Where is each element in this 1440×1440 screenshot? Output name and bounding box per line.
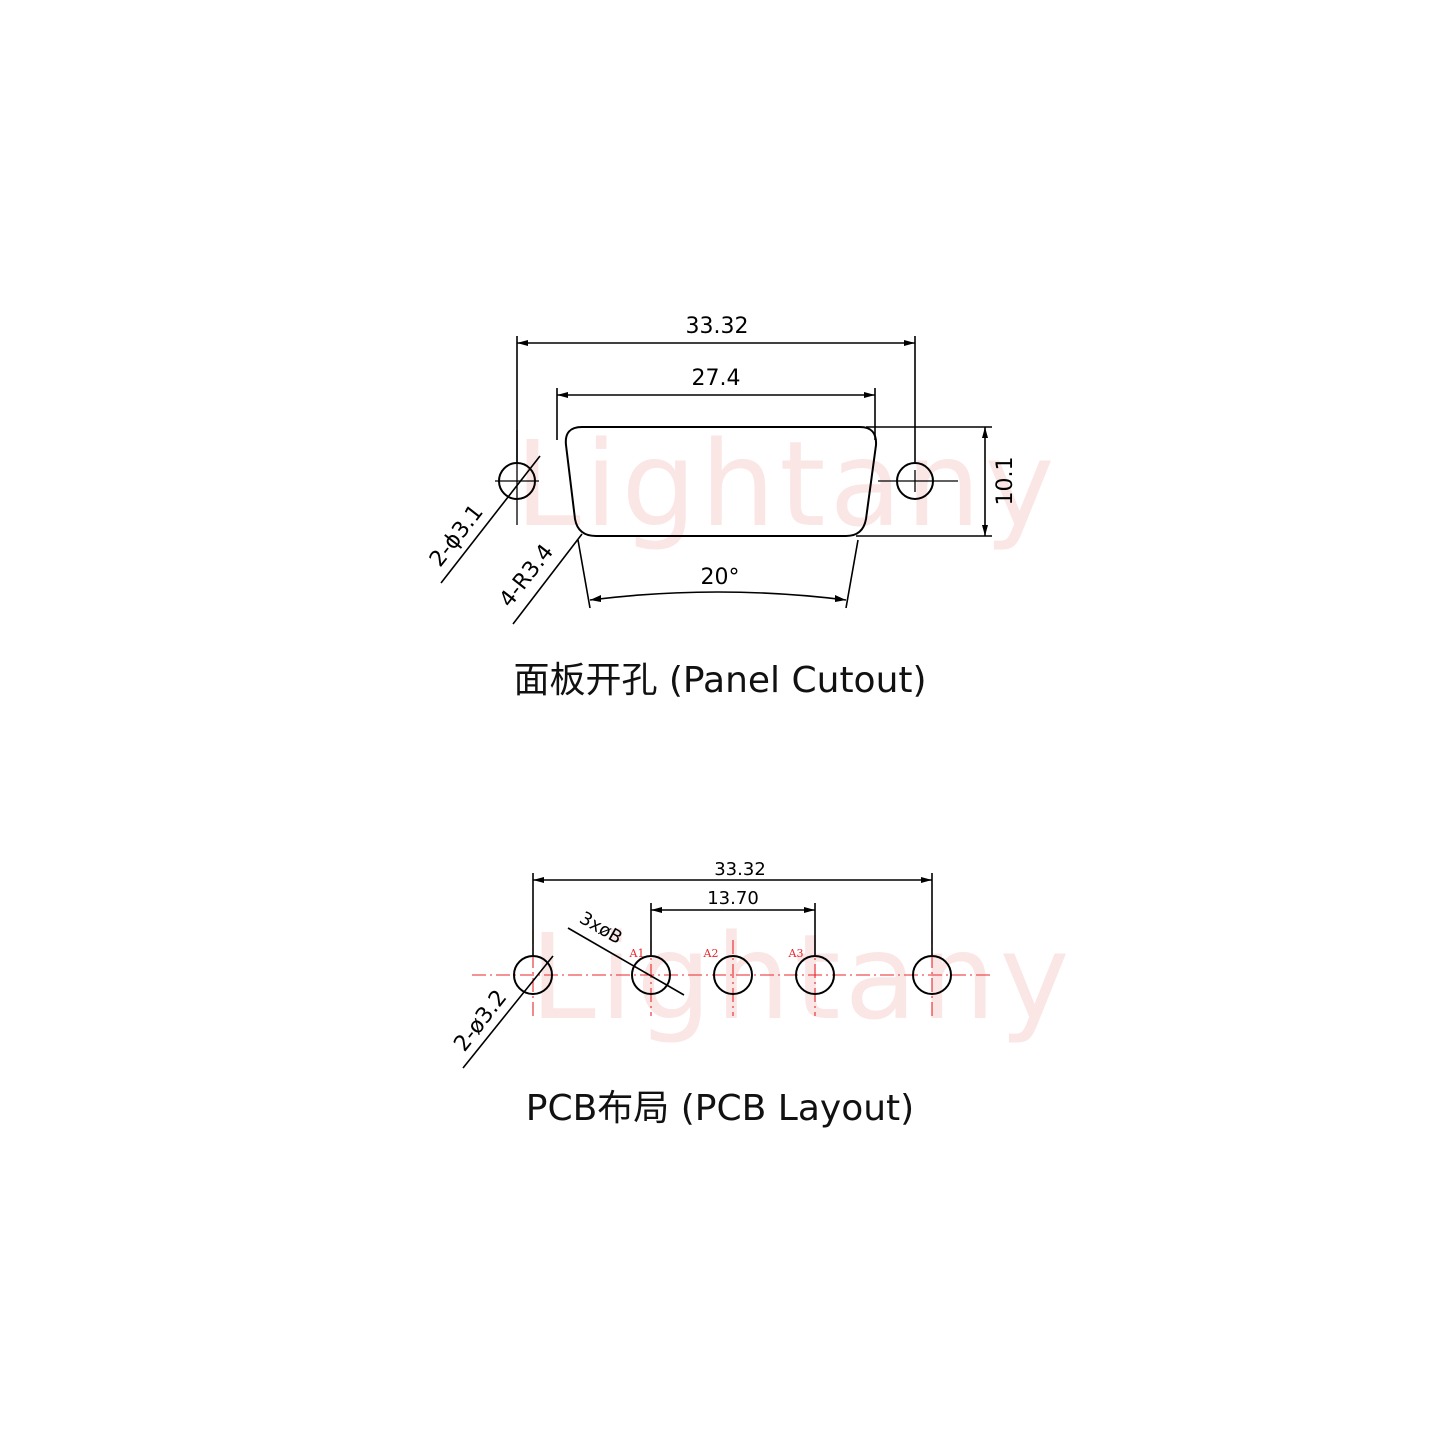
angle-ext-left	[577, 539, 591, 609]
pcb-pin-hole-a1	[631, 955, 671, 995]
leader-mount-hole	[440, 455, 541, 584]
angle-arc	[589, 591, 847, 601]
angle-arrow-right	[835, 595, 846, 602]
pcb-arrow-right-13	[804, 907, 815, 913]
arrow-right-33	[904, 340, 915, 346]
dim-opening-width: 27.4	[692, 366, 741, 391]
pcb-dim-pin-span: 13.70	[707, 888, 759, 909]
angle-arrow-left	[590, 595, 601, 602]
pin-label-a3: A3	[788, 947, 804, 960]
leader-corner-radius	[512, 533, 583, 625]
watermark-top: Lightany	[515, 415, 1058, 553]
pcb-pin-hole-a2	[713, 955, 753, 995]
dim-angle: 20°	[701, 565, 740, 590]
panel-cutout-view: Lightany 33.32 27.4 10.1	[425, 314, 1058, 701]
arrow-left-27	[557, 392, 568, 398]
pin-label-a1: A1	[629, 947, 645, 960]
pcb-layout-caption: PCB布局 (PCB Layout)	[526, 1088, 914, 1129]
panel-cutout-caption: 面板开孔 (Panel Cutout)	[513, 660, 926, 701]
pcb-leader-mount-hole	[462, 955, 554, 1069]
dim-overall-width: 33.32	[686, 314, 749, 339]
pcb-arrow-left-13	[651, 907, 662, 913]
pcb-right-mount-hole	[912, 955, 952, 995]
arrow-right-27	[864, 392, 875, 398]
pcb-arrow-right-33	[921, 877, 932, 883]
pcb-leader-pin-hole	[567, 927, 685, 996]
dim-mount-hole: 2-ϕ3.1	[425, 500, 489, 572]
watermark-bottom: Lightany	[530, 908, 1073, 1046]
angle-ext-right	[845, 539, 859, 609]
arrow-left-33	[517, 340, 528, 346]
pcb-layout-view: Lightany A1 A2 A3 33.32 13.70	[449, 859, 1073, 1129]
pcb-pin-hole-a3	[795, 955, 835, 995]
dim-height: 10.1	[993, 457, 1018, 506]
pcb-dim-overall-width: 33.32	[714, 859, 766, 880]
pin-label-a2: A2	[703, 947, 719, 960]
arrow-top-10	[982, 427, 988, 438]
pcb-left-mount-hole	[513, 955, 553, 995]
arrow-bottom-10	[982, 525, 988, 536]
pcb-arrow-left-33	[533, 877, 544, 883]
